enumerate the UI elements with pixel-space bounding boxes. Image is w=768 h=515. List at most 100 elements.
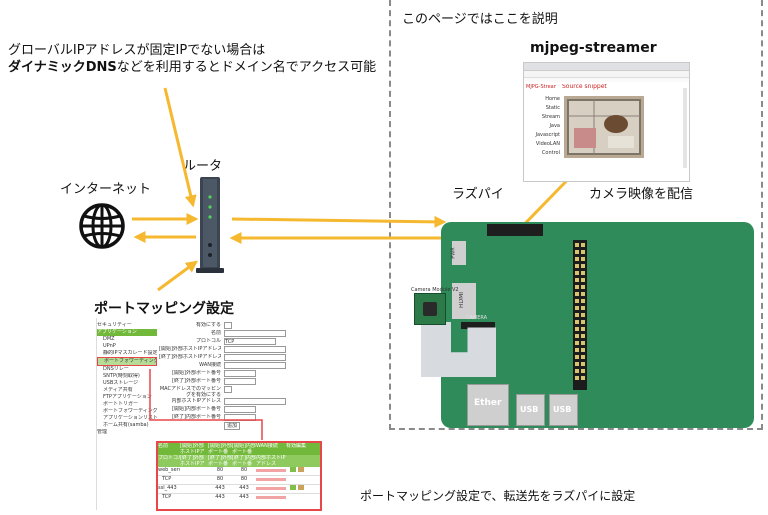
sidebar-item-port-forwarding[interactable]: ポートフォワーディング	[97, 357, 157, 366]
sidebar-item[interactable]: USBストレージ	[103, 380, 139, 386]
enabled-check-icon[interactable]	[290, 467, 296, 472]
protocol-select[interactable]: TCP	[224, 338, 276, 345]
box-note: このページではここを説明	[402, 12, 558, 27]
sidebar-item[interactable]: メディア共有	[103, 387, 133, 393]
form-row: [終了]外部ホストIPアドレス	[159, 354, 339, 362]
camera-port-label: CAMERA	[466, 315, 488, 321]
raspi-label: ラズパイ	[452, 187, 504, 202]
browser-tabbar	[524, 63, 689, 71]
nav-item[interactable]: Javascript	[535, 132, 561, 138]
name-input[interactable]	[224, 330, 286, 337]
nav-item[interactable]: Control	[541, 150, 560, 156]
text-input[interactable]	[224, 370, 256, 377]
streamer-screenshot: MJPG-Streamer Demo Pages Source snippet …	[523, 62, 690, 182]
arrow-note-to-router	[163, 87, 197, 208]
camera-port	[461, 322, 495, 329]
internal-ip-input[interactable]	[224, 398, 286, 405]
browser-viewport: MJPG-Streamer Demo Pages Source snippet …	[524, 82, 689, 181]
checkbox[interactable]	[224, 322, 232, 329]
ddns-rest: などを利用するとドメイン名でアクセス可能	[116, 60, 377, 75]
usb-port-2: USB	[549, 394, 578, 426]
wan-select[interactable]	[224, 362, 286, 369]
form-row: [開始]外部ホストIPアドレス	[159, 346, 339, 354]
sidebar-item[interactable]: DMZ	[103, 336, 115, 342]
table-row[interactable]: web_servo 80 80	[158, 467, 320, 476]
text-input[interactable]	[224, 406, 256, 413]
camera-delivery-label: カメラ映像を配信	[589, 187, 694, 202]
redacted-value	[256, 478, 286, 481]
camera-module-label: Camera Module V2	[411, 287, 459, 293]
table-header-row-2: プロトコル [終了]外部ホストIPアドレス [終了]外部ポート番号 [終了]内部…	[158, 455, 320, 467]
camera-module	[414, 293, 446, 325]
browser-scrollbar[interactable]	[683, 88, 687, 168]
form-row: [開始]外部ポート番号	[159, 370, 339, 378]
form-row: 名前	[159, 330, 339, 338]
power-port: PWR	[451, 241, 466, 265]
camera-lens	[423, 302, 437, 316]
sidebar-item[interactable]: ポートフォワーディング（アプリケーションリスト）	[103, 408, 157, 414]
router-label: ルータ	[183, 159, 223, 174]
sidebar-item[interactable]: DNSリレー	[103, 366, 129, 372]
port-mapping-title: ポートマッピング設定	[94, 301, 234, 317]
sidebar-item[interactable]: ポートトリガー	[103, 401, 139, 407]
enabled-check-icon[interactable]	[290, 485, 296, 490]
form-row: MACアドレスでのマッピングを有効にする	[159, 386, 339, 398]
router-icon	[196, 177, 224, 273]
explained-region-box	[389, 0, 763, 430]
sidebar-item[interactable]: アプリケーション	[97, 329, 157, 336]
sidebar-item[interactable]: セキュリティー	[97, 322, 132, 328]
sidebar-item[interactable]: SNTP(時刻取得)	[103, 373, 140, 379]
table-row[interactable]: ssl_443 443 443	[158, 485, 320, 494]
bottom-note: ポートマッピング設定で、転送先をラズパイに設定	[360, 489, 636, 503]
sidebar-item[interactable]: アプリケーションリスト	[103, 415, 157, 421]
arrow-router-to-raspi	[231, 215, 447, 228]
gpio-header	[573, 240, 587, 390]
usb-port-1: USB	[516, 394, 545, 426]
nav-item[interactable]: VideoLAN	[535, 141, 560, 147]
hdmi-port: HDMI	[452, 283, 476, 319]
globe-icon	[79, 203, 125, 249]
streamer-side-title: MJPG-Streamer Demo Pages	[526, 84, 556, 90]
text-input[interactable]	[224, 354, 286, 361]
internet-label: インターネット	[60, 182, 152, 197]
streamer-title: mjpeg-streamer	[530, 40, 657, 56]
streamer-nav: Home Static Stream Java Javascript Video…	[526, 96, 561, 159]
form-row: WAN接続	[159, 362, 339, 370]
port-mapping-table: 名前 [開始]外部ホストIPアドレス [開始]外部ポート番号 [開始]内部ポート…	[156, 441, 322, 511]
redacted-value	[256, 469, 286, 472]
nav-item[interactable]: Java	[549, 123, 560, 129]
table-header-row: 名前 [開始]外部ホストIPアドレス [開始]外部ポート番号 [開始]内部ポート…	[158, 443, 320, 455]
text-input[interactable]	[224, 346, 286, 353]
sidebar-item[interactable]: 管理	[97, 429, 108, 435]
table-row[interactable]: TCP 80 80	[158, 476, 320, 485]
camera-feed-image	[564, 96, 644, 158]
redacted-value	[256, 487, 286, 490]
ddns-note: グローバルIPアドレスが固定IPでない場合は ダイナミックDNSなどを利用すると…	[8, 43, 377, 75]
sidebar-item[interactable]: ホーム共有(samba)	[103, 422, 149, 428]
ethernet-port: Ether	[467, 384, 509, 426]
table-row[interactable]: TCP 443 443	[158, 494, 320, 502]
arrow-portmap-to-router	[157, 260, 198, 292]
redacted-value	[256, 496, 286, 499]
browser-addressbar	[524, 71, 689, 78]
admin-sidebar: セキュリティー アプリケーション DMZ UPnP 静的IPマスカレード設定 ポ…	[97, 322, 157, 436]
streamer-page-title: Source snippet	[562, 84, 607, 90]
edit-icon[interactable]	[298, 467, 304, 472]
nav-item[interactable]: Home	[545, 96, 560, 102]
display-connector	[487, 224, 543, 236]
text-input[interactable]	[224, 378, 256, 385]
checkbox[interactable]	[224, 386, 232, 393]
nav-item[interactable]: Stream	[541, 114, 560, 120]
sidebar-item[interactable]: UPnP	[103, 343, 116, 349]
add-button[interactable]: 追加	[224, 422, 240, 430]
edit-icon[interactable]	[298, 485, 304, 490]
ddns-bold: ダイナミックDNS	[8, 60, 117, 75]
sidebar-item[interactable]: FTPアプリケーション	[103, 394, 152, 400]
form-row: 有効にする	[159, 322, 339, 330]
form-row: [開始]内部ポート番号	[159, 406, 339, 414]
sidebar-item[interactable]: 静的IPマスカレード設定	[103, 350, 157, 356]
form-row: [終了]外部ポート番号	[159, 378, 339, 386]
nav-item[interactable]: Static	[545, 105, 560, 111]
